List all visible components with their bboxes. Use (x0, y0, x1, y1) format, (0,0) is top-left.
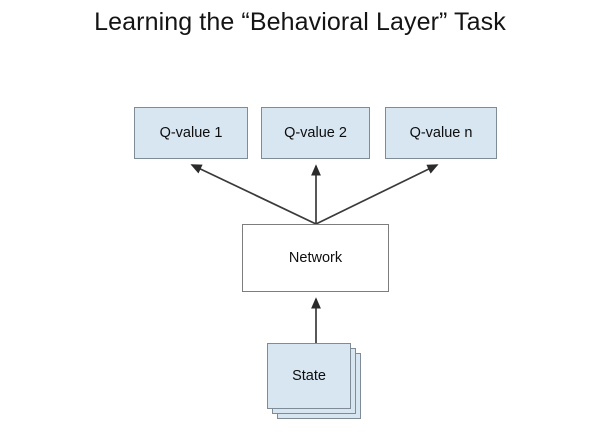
page-title: Learning the “Behavioral Layer” Task (94, 8, 506, 36)
node-network-label: Network (288, 250, 343, 266)
node-qvalue-2-label: Q-value 2 (284, 125, 347, 141)
node-network[interactable]: Network (242, 224, 389, 292)
node-qvalue-1-label: Q-value 1 (159, 125, 223, 141)
node-qvalue-n-label: Q-value n (409, 125, 473, 141)
arrow-network-to-qvalue-n (315, 164, 439, 225)
node-qvalue-1[interactable]: Q-value 1 (134, 107, 248, 159)
arrow-network-to-qvalue-1 (190, 164, 317, 225)
node-state[interactable]: State (267, 343, 361, 419)
state-card-front: State (267, 343, 351, 409)
node-state-label: State (292, 368, 326, 384)
node-qvalue-2[interactable]: Q-value 2 (261, 107, 370, 159)
node-qvalue-n[interactable]: Q-value n (385, 107, 497, 159)
